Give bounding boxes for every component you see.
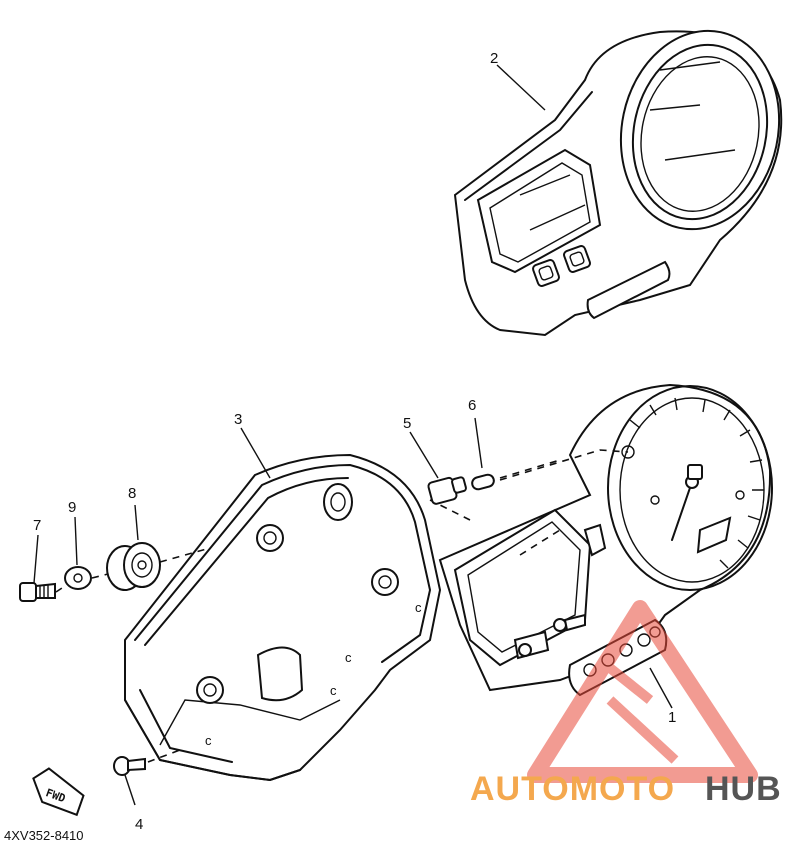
bulb-part-6 [471, 473, 495, 491]
callout-4: 4 [135, 816, 143, 833]
callout-5: 5 [403, 415, 411, 432]
svg-text:c: c [205, 733, 212, 748]
leader-lines [33, 64, 673, 806]
svg-text:c: c [330, 683, 337, 698]
bulb-part-5 [427, 476, 467, 505]
diagram-code: 4XV352-8410 [4, 828, 84, 843]
callout-2: 2 [490, 50, 498, 67]
callout-7: 7 [33, 517, 41, 534]
watermark-word-hub: HUB [705, 770, 782, 808]
callout-6: 6 [468, 397, 476, 414]
screw-part-7 [19, 582, 56, 602]
svg-text:c: c [415, 600, 422, 615]
callout-8: 8 [128, 485, 136, 502]
callout-1: 1 [668, 709, 676, 726]
screw-part-4 [113, 756, 146, 776]
watermark-word-automoto: AUTOMOTO [470, 770, 675, 808]
watermark-logo [527, 600, 758, 783]
svg-text:c: c [345, 650, 352, 665]
callout-3: 3 [234, 411, 242, 428]
washer-part-9 [64, 566, 92, 590]
lower-case-part-3: c c c c [124, 453, 442, 782]
meter-cover-part-2 [453, 29, 783, 337]
forward-arrow-icon: FWD [32, 767, 85, 817]
callout-labels: 1 2 3 4 5 6 7 8 9 [33, 50, 676, 833]
callout-9: 9 [68, 499, 76, 516]
grommet-part-8 [106, 542, 161, 591]
meter-assembly-part-1 [429, 383, 773, 697]
